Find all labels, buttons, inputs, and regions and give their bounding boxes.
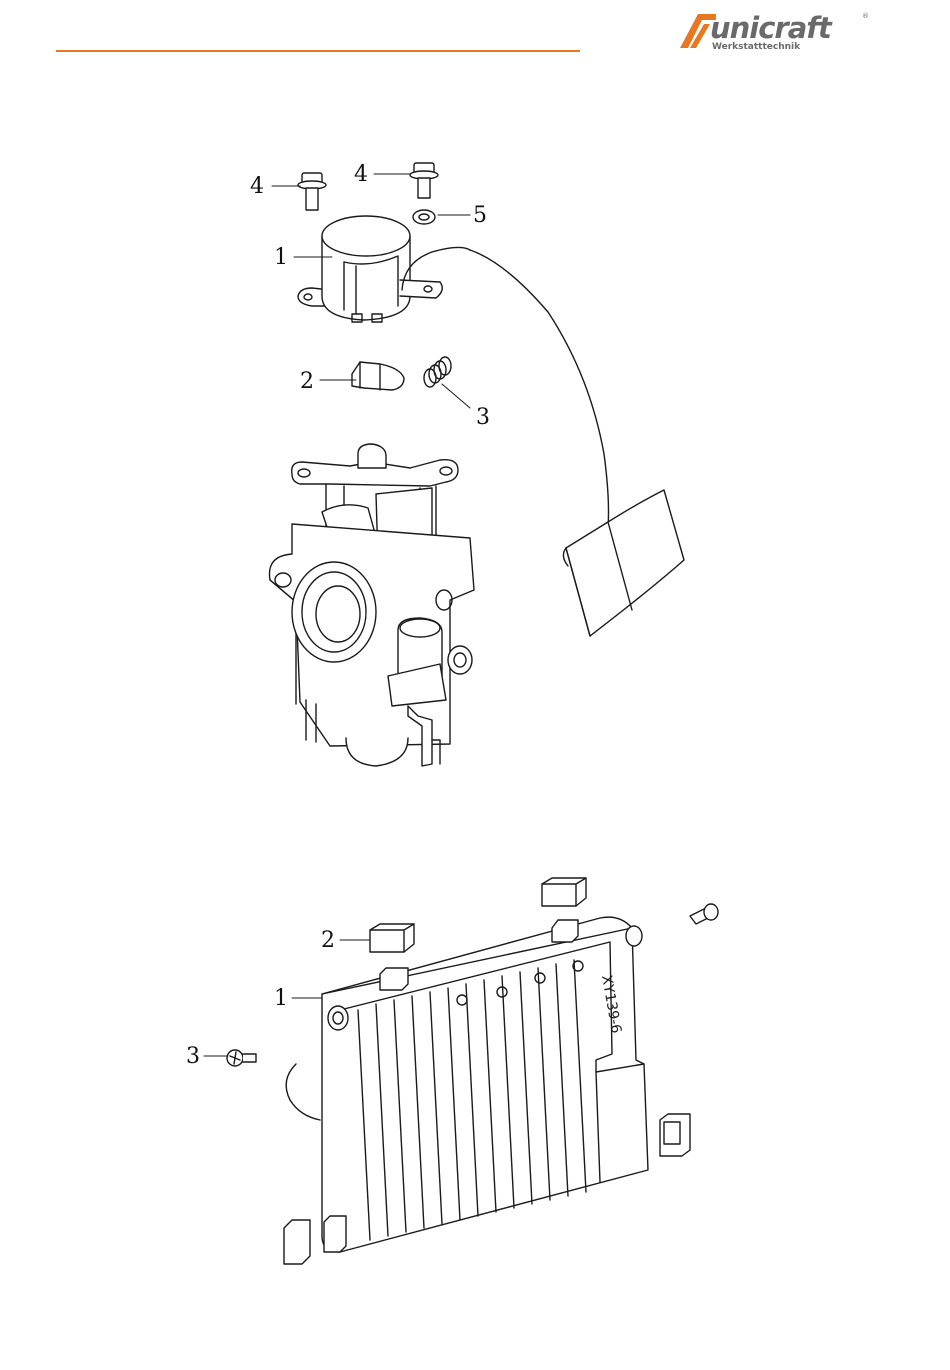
screw-part-3: [227, 1050, 256, 1066]
rubber-cap-part-2: [370, 924, 414, 952]
rubber-cap-top: [542, 878, 586, 906]
callout-washer: 5: [473, 203, 487, 228]
callout-lever: 2: [300, 369, 314, 394]
carburetor-body: [269, 444, 474, 766]
float-block: [563, 490, 684, 636]
ignition-module-part-1: [284, 917, 690, 1264]
callout-spring: 3: [476, 405, 490, 430]
spring-part-3: [424, 357, 451, 387]
washer-5: [413, 210, 435, 224]
float-wire: [470, 250, 609, 528]
callout-module: 1: [274, 986, 288, 1011]
callout-screw-left: 4: [250, 174, 264, 199]
screw-4-left: [298, 173, 326, 210]
callout-screw-right: 4: [354, 162, 368, 187]
callout-rubber-cap: 2: [321, 928, 335, 953]
screw-4-right: [410, 163, 438, 198]
callout-screw: 3: [186, 1044, 200, 1069]
callout-solenoid: 1: [274, 245, 288, 270]
lever-part-2: [352, 362, 404, 390]
solenoid-part-1: [298, 216, 470, 322]
screw-right: [690, 904, 718, 924]
